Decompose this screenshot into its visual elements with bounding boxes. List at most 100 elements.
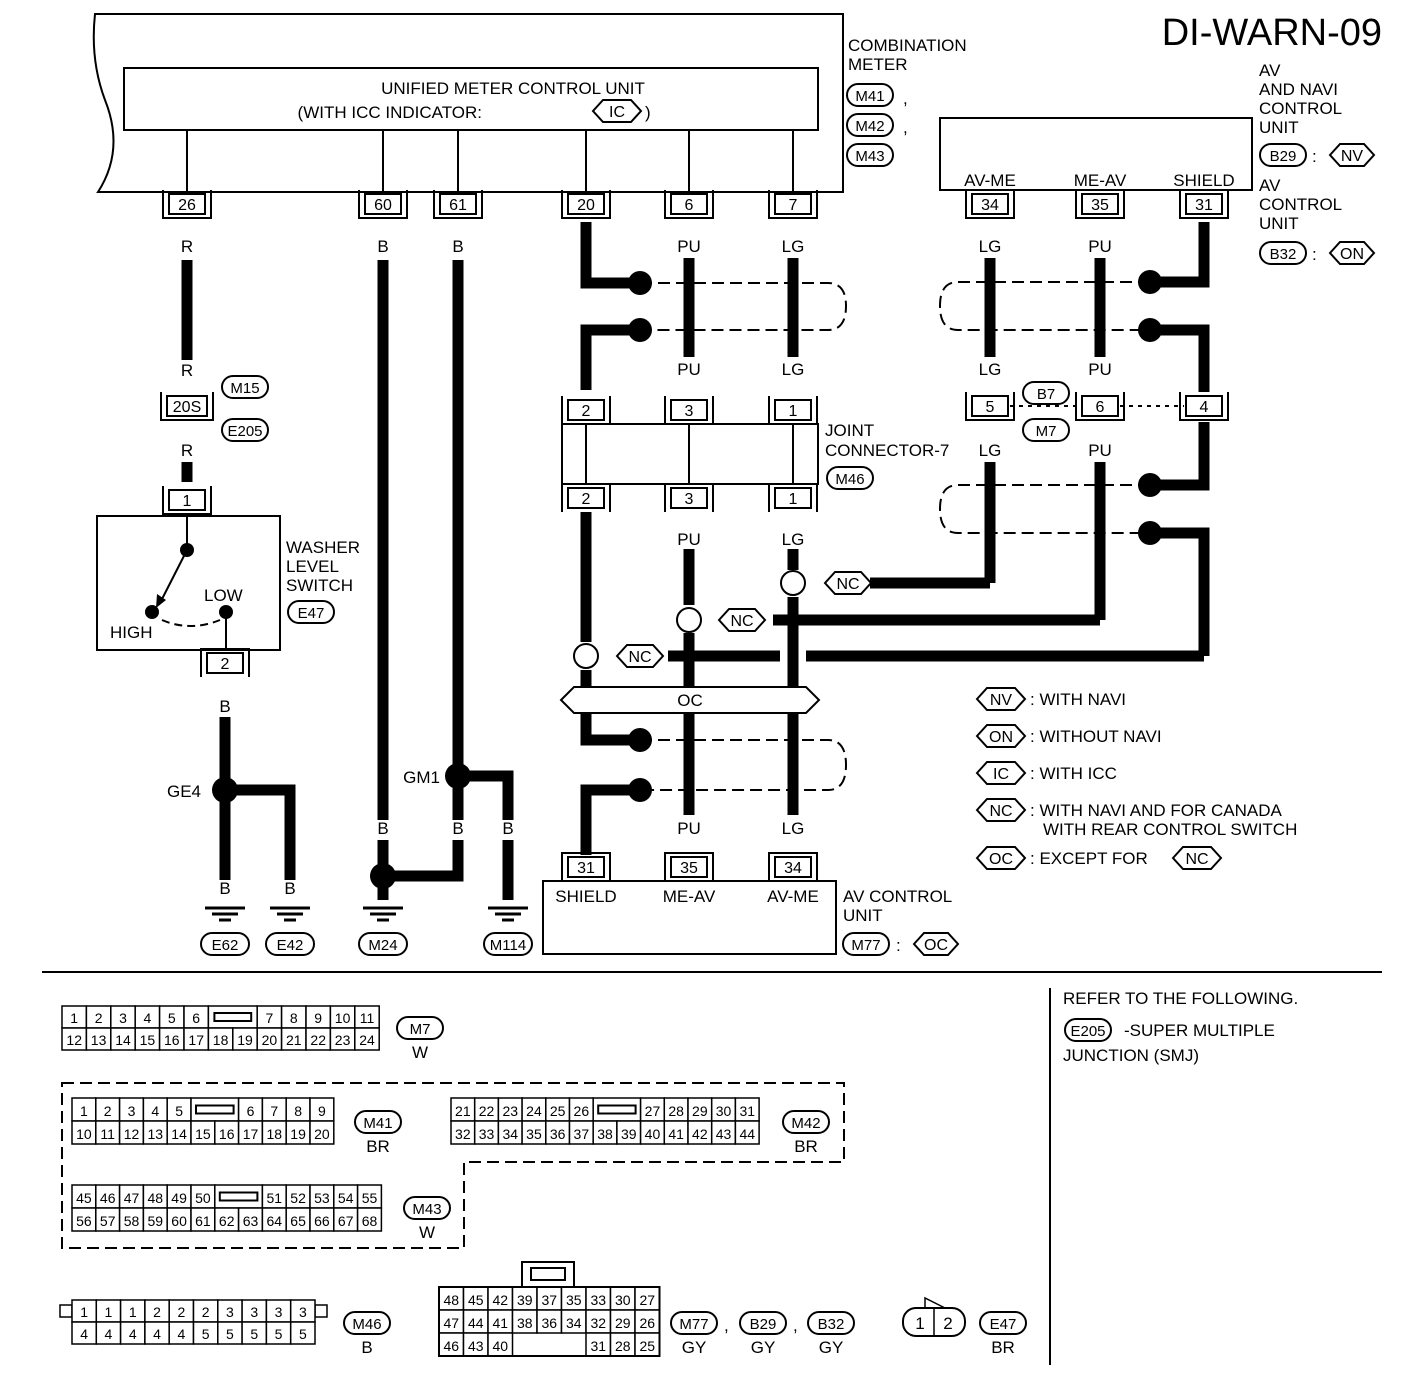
shield-junction-dots	[212, 270, 1162, 889]
svg-text:43: 43	[468, 1338, 484, 1354]
svg-text:30: 30	[716, 1103, 732, 1119]
av-navi-pins: 34 35 31	[965, 190, 1229, 219]
svg-text:B: B	[219, 697, 230, 716]
legend-text: : WITH NAVI	[1030, 690, 1126, 709]
svg-text:14: 14	[171, 1126, 187, 1142]
pin-label: 7	[789, 197, 798, 214]
av-pin-name-shield: SHIELD	[555, 887, 616, 906]
svg-text:47: 47	[443, 1315, 459, 1331]
connector-label: E205	[227, 423, 262, 440]
joint-connector: 2 3 1 2 3 1 JOINT CONNECTOR-7 M46	[561, 396, 949, 512]
av-navi-label-3: CONTROL	[1259, 99, 1342, 118]
svg-text:18: 18	[213, 1032, 229, 1048]
svg-text:44: 44	[739, 1126, 755, 1142]
shield-cylinders	[640, 281, 1150, 791]
tag-label: IC	[993, 766, 1009, 783]
svg-text:32: 32	[590, 1315, 606, 1331]
svg-text:2: 2	[177, 1304, 185, 1320]
svg-text:5: 5	[226, 1326, 234, 1342]
connector-id: M7W	[396, 1016, 444, 1062]
oc-tag: OC	[912, 932, 960, 956]
svg-text:60: 60	[171, 1213, 187, 1229]
combination-meter: UNIFIED METER CONTROL UNIT (WITH ICC IND…	[92, 13, 967, 193]
pin-label: 60	[374, 197, 392, 214]
svg-text:63: 63	[243, 1213, 259, 1229]
svg-text:23: 23	[502, 1103, 518, 1119]
pin-label: 35	[1091, 197, 1109, 214]
svg-text:17: 17	[243, 1126, 259, 1142]
m15-junction: 20S M15 E205	[160, 375, 269, 442]
svg-text:34: 34	[502, 1126, 518, 1142]
svg-text:PU: PU	[677, 360, 701, 379]
svg-text:15: 15	[195, 1126, 211, 1142]
low-label: LOW	[204, 586, 243, 605]
unit-title-line2: (WITH ICC INDICATOR:	[298, 103, 482, 122]
svg-text:2: 2	[95, 1010, 103, 1026]
pin-label: 2	[221, 656, 230, 673]
washer-level-switch: 1 HIGH LOW 2 WASHER LEVEL SWITCH E47	[96, 486, 360, 677]
svg-text:5: 5	[168, 1010, 176, 1026]
svg-text:4: 4	[151, 1103, 159, 1119]
tag-label: NC	[836, 576, 859, 593]
svg-text:R: R	[181, 361, 193, 380]
svg-text:29: 29	[615, 1315, 631, 1331]
junction-pin-5: 5	[965, 392, 1015, 421]
connector-label: E62	[212, 937, 239, 954]
meter-pin-6: 6	[664, 190, 714, 219]
av-pin-name-me-av: ME-AV	[663, 887, 716, 906]
connector-m7-tag: M7	[1022, 418, 1070, 442]
meter-internal-lines	[186, 130, 794, 192]
svg-text:R: R	[181, 237, 193, 256]
tag-label: NV	[990, 692, 1013, 709]
svg-text:27: 27	[645, 1103, 661, 1119]
ground-m114: M114	[483, 906, 533, 956]
av-control-label-2: UNIT	[843, 906, 883, 925]
svg-text:PU: PU	[677, 237, 701, 256]
b7-m7-junction: 5 6 4 B7 M7	[965, 381, 1229, 442]
pin-label: 3	[685, 403, 694, 420]
svg-text:20: 20	[314, 1126, 330, 1142]
jc-bottom-pin-2: 2	[561, 483, 611, 512]
tag-label: ON	[1340, 246, 1364, 263]
svg-text:23: 23	[335, 1032, 351, 1048]
svg-text:7: 7	[266, 1010, 274, 1026]
legend-text: : WITH ICC	[1030, 764, 1117, 783]
washer-label-3: SWITCH	[286, 576, 353, 595]
connector-label: E47	[990, 1316, 1017, 1333]
svg-text:4: 4	[129, 1326, 137, 1342]
connector-label: M77	[679, 1316, 708, 1333]
svg-text:41: 41	[492, 1315, 508, 1331]
pin-label: 4	[1200, 399, 1209, 416]
svg-text:48: 48	[443, 1292, 459, 1308]
connector-label: B32	[1270, 246, 1297, 263]
svg-text:PU: PU	[1088, 360, 1112, 379]
connector-color: W	[412, 1043, 428, 1062]
pin-label: 1	[183, 493, 192, 510]
joint-connector-label-1: JOINT	[825, 421, 874, 440]
connector-label: M43	[855, 148, 884, 165]
svg-text:31: 31	[739, 1103, 755, 1119]
svg-text:36: 36	[541, 1315, 557, 1331]
svg-text:32: 32	[455, 1126, 471, 1142]
tag-label: NC	[1185, 851, 1208, 868]
connector-m46-tag: M46	[826, 466, 874, 490]
connector-label: M7	[1036, 423, 1057, 440]
connector-e47-tag: E47	[287, 600, 335, 624]
av-navi-control-unit: AV-ME ME-AV SHIELD AV AND NAVI CONTROL U…	[939, 61, 1376, 265]
ground-m24: M24	[358, 906, 408, 956]
svg-text:8: 8	[294, 1103, 302, 1119]
svg-text:42: 42	[692, 1126, 708, 1142]
svg-text:68: 68	[362, 1213, 378, 1229]
pin-label: 20	[577, 197, 595, 214]
pin-label: 2	[582, 491, 591, 508]
tag-label: NC	[989, 803, 1012, 820]
svg-text:31: 31	[590, 1338, 606, 1354]
svg-text:53: 53	[314, 1190, 330, 1206]
svg-text:49: 49	[171, 1190, 187, 1206]
nc-tag-3: NC	[615, 644, 665, 668]
meter-pin-60: 60	[358, 190, 408, 219]
ground-e42: E42	[265, 906, 315, 956]
